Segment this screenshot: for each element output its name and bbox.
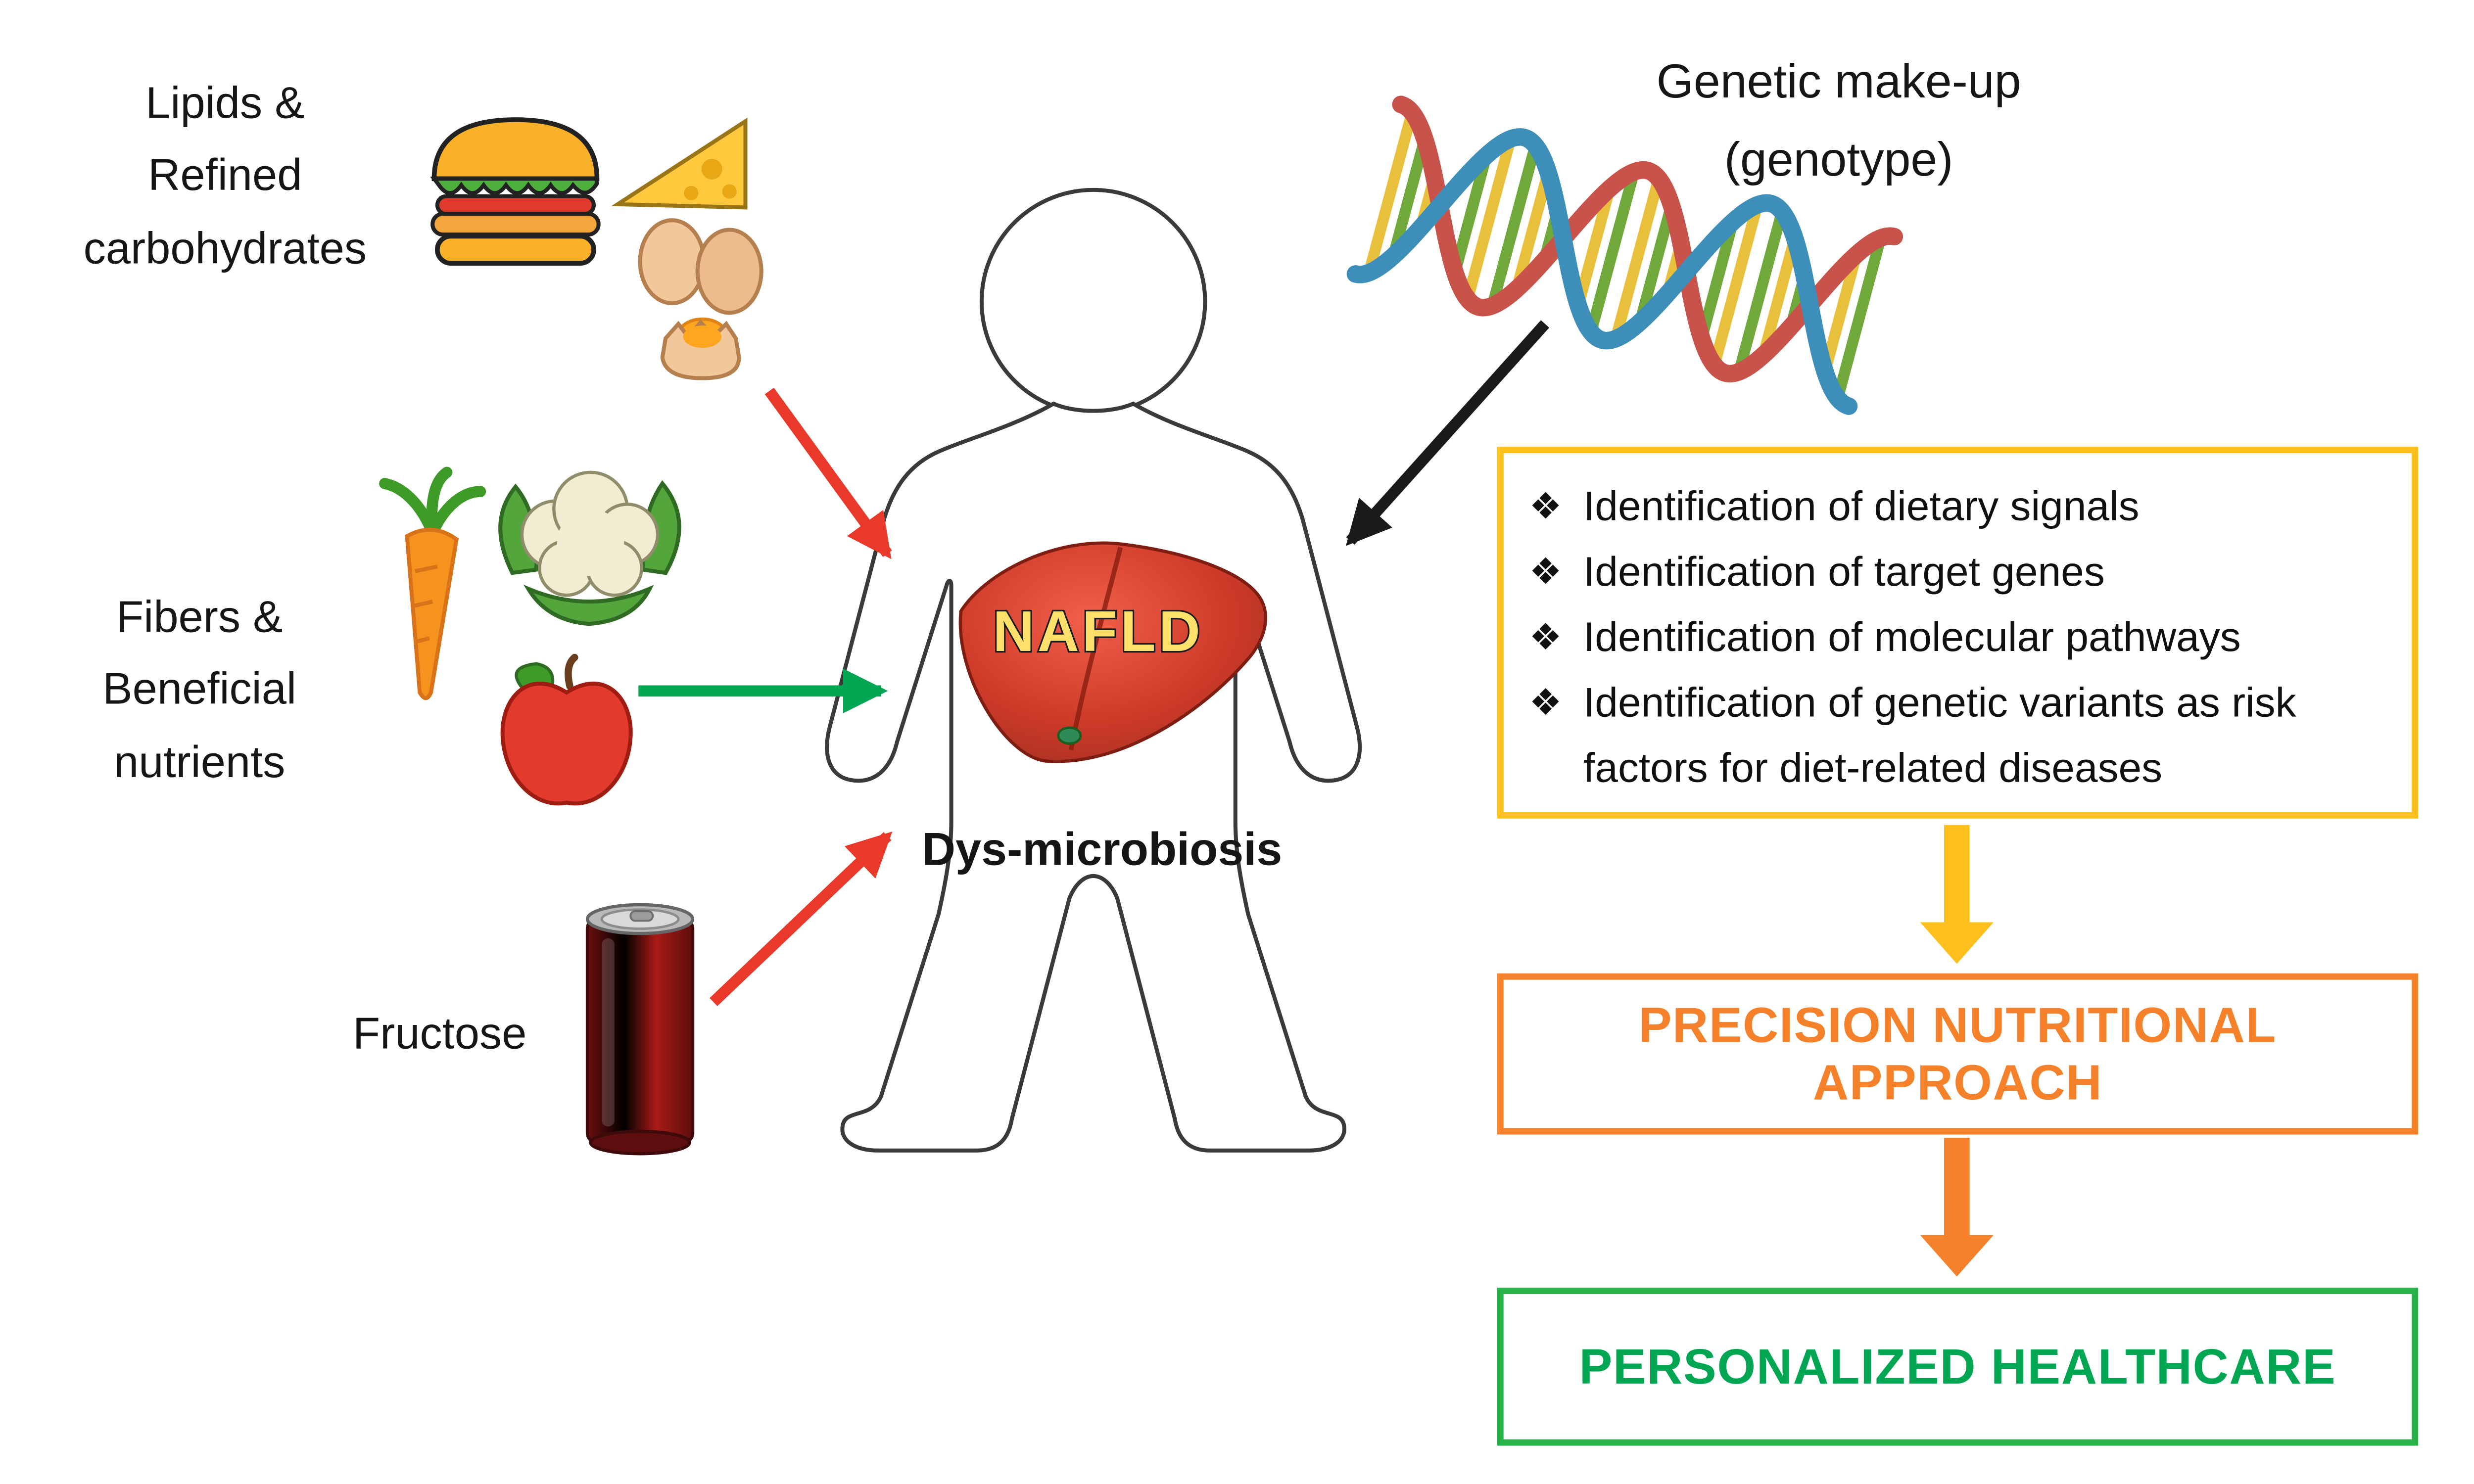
nafld-label: NAFLD <box>993 599 1204 663</box>
soda-can-icon <box>585 903 695 1156</box>
fibers-beneficial-nutrients-label: Fibers & Beneficial nutrients <box>102 592 297 787</box>
diamond-bullet-icon: ❖ <box>1529 681 1562 723</box>
identification-item-label: Identification of molecular pathways <box>1583 612 2241 661</box>
fructose-label: Fructose <box>353 1008 527 1058</box>
identification-item-label: Identification of target genes <box>1583 547 2105 596</box>
diamond-bullet-icon: ❖ <box>1529 485 1562 527</box>
identification-item-label: Identification of genetic variants as ri… <box>1583 678 2296 791</box>
cheese-icon <box>611 117 748 210</box>
identification-item: ❖ Identification of molecular pathways <box>1529 605 2386 670</box>
identification-item-label: Identification of dietary signals <box>1583 482 2140 530</box>
genetic-makeup-label: Genetic make-up (genotype) <box>1656 55 2021 186</box>
yellow-down-arrow <box>1920 825 1994 964</box>
personalized-healthcare-label: PERSONALIZED HEALTHCARE <box>1579 1338 2336 1394</box>
gallbladder-icon <box>1057 726 1082 745</box>
dys-microbiosis-label: Dys-microbiosis <box>922 825 1283 876</box>
diamond-bullet-icon: ❖ <box>1529 550 1562 592</box>
precision-nutritional-box: PRECISION NUTRITIONAL APPROACH <box>1497 973 2419 1135</box>
identification-item: ❖ Identification of genetic variants as … <box>1529 670 2386 801</box>
identification-box: ❖ Identification of dietary signals ❖ Id… <box>1497 447 2419 819</box>
apple-icon <box>500 653 633 806</box>
identification-item: ❖ Identification of dietary signals <box>1529 474 2386 539</box>
eggs-icon <box>638 218 763 380</box>
liver-icon: NAFLD <box>958 541 1267 763</box>
dna-helix-icon <box>1346 95 1903 415</box>
carrot-icon <box>379 466 486 700</box>
identification-item: ❖ Identification of target genes <box>1529 539 2386 604</box>
diamond-bullet-icon: ❖ <box>1529 616 1562 658</box>
lipids-refined-carbs-label: Lipids & Refined carbohydrates <box>83 78 367 273</box>
personalized-healthcare-box: PERSONALIZED HEALTHCARE <box>1497 1288 2419 1446</box>
precision-nutritional-label: PRECISION NUTRITIONAL APPROACH <box>1638 996 2277 1110</box>
orange-down-arrow <box>1920 1138 1994 1277</box>
hamburger-icon <box>430 117 601 266</box>
cauliflower-icon <box>498 470 681 626</box>
